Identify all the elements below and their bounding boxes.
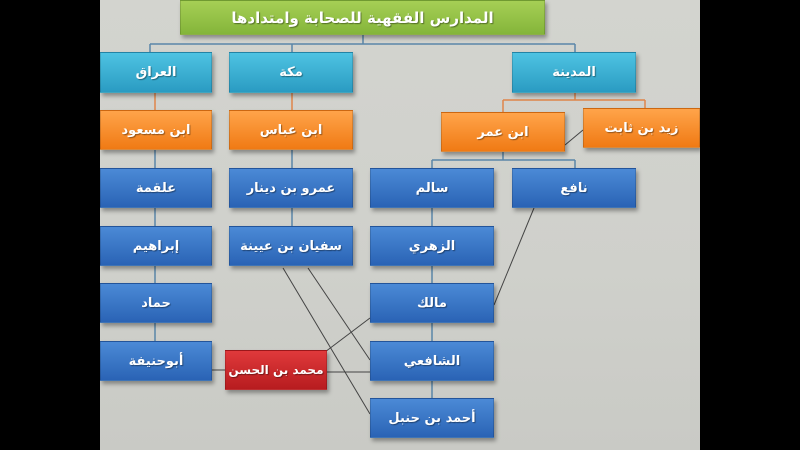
node-madinah: المدينة: [512, 52, 636, 93]
node-ahmad: أحمد بن حنبل: [370, 398, 494, 438]
node-sufyan: سفيان بن عيينة: [229, 226, 353, 266]
line-sufyan-ahmad: [282, 267, 371, 415]
connector-lines: [149, 35, 646, 415]
node-nafi: نافع: [512, 168, 636, 208]
node-abu-hanifa: أبوحنيفة: [100, 341, 212, 381]
node-ibrahim: إبراهيم: [100, 226, 212, 266]
node-ibn-abbas: ابن عباس: [229, 110, 353, 150]
node-alqamah: علقمة: [100, 168, 212, 208]
line-sufyan-shafii: [307, 267, 371, 361]
node-salim: سالم: [370, 168, 494, 208]
node-ibn-masud: ابن مسعود: [100, 110, 212, 150]
diagram-title: المدارس الفقهية للصحابة وامتدادها: [180, 0, 545, 35]
node-iraq: العراق: [100, 52, 212, 93]
node-muhammad: محمد بن الحسن: [225, 350, 327, 390]
connector-title: [149, 35, 576, 52]
node-ibn-umar: ابن عمر: [441, 112, 565, 152]
node-makkah: مكة: [229, 52, 353, 93]
diagram-canvas: المدارس الفقهية للصحابة وامتدادها العراق…: [100, 0, 700, 450]
node-hammad: حماد: [100, 283, 212, 323]
line-nafi-malik: [493, 207, 535, 306]
connector-columns: [154, 150, 433, 398]
node-amr: عمرو بن دينار: [229, 168, 353, 208]
node-zayd: زيد بن ثابت: [583, 108, 700, 148]
connector-orange: [154, 93, 646, 112]
node-shafii: الشافعي: [370, 341, 494, 381]
line-zayd-ibn-umar: [564, 129, 584, 146]
node-malik: مالك: [370, 283, 494, 323]
node-zuhri: الزهري: [370, 226, 494, 266]
connector-ibn-umar-children: [431, 152, 576, 168]
line-malik-muhammad: [324, 317, 371, 353]
